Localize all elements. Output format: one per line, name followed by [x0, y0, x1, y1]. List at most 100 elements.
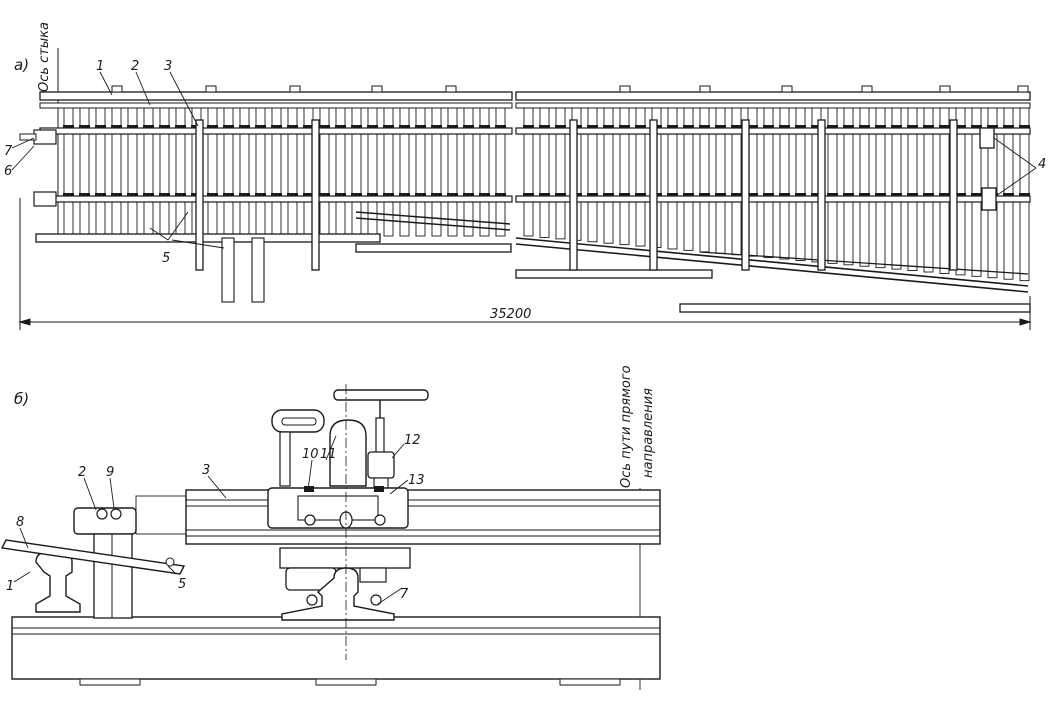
tie-plate [859, 125, 870, 129]
tie-plate [351, 193, 362, 197]
tie-plate [383, 193, 394, 197]
callout-b-9: 9 [106, 465, 114, 480]
tie-plate [319, 193, 330, 197]
tie-plate [303, 125, 314, 129]
sleepers-left [63, 103, 506, 237]
rail-clip [371, 85, 383, 93]
tie-plate [303, 193, 314, 197]
tie-plate [1003, 125, 1014, 129]
joint-bolt [19, 133, 37, 141]
sleeper [239, 103, 250, 237]
tie-plate [1019, 193, 1030, 197]
tie-plate [447, 193, 458, 197]
tie-plate [683, 125, 694, 129]
tie-plate [619, 193, 630, 197]
callout-b-5: 5 [178, 577, 186, 592]
tie-plate [955, 125, 966, 129]
long-sleeper [251, 237, 265, 303]
tie-plate [891, 193, 902, 197]
joint-axis-label: Ось стыка [37, 22, 52, 92]
sleeper [207, 103, 218, 237]
tie-plate [175, 125, 186, 129]
sleeper [79, 103, 90, 237]
tie-plate [683, 193, 694, 197]
tie-plate [479, 193, 490, 197]
callout-a-2: 2 [131, 59, 139, 74]
tie-plate [971, 193, 982, 197]
tie-plate [587, 125, 598, 129]
tie-plate [63, 193, 74, 197]
callout-b-3: 3 [202, 463, 210, 478]
callout-b-1: 1 [6, 579, 14, 594]
tie-plate [287, 125, 298, 129]
rail-clip [205, 85, 217, 93]
tie-plate [603, 193, 614, 197]
tie-plate [351, 125, 362, 129]
callout-a-1: 1 [96, 59, 104, 74]
tie-plate [447, 125, 458, 129]
sleeper [463, 103, 474, 237]
tie-plate [539, 193, 550, 197]
tie-plate [747, 193, 758, 197]
callout-a-3: 3 [164, 59, 172, 74]
dimension-line [18, 198, 1032, 330]
tie-plate [399, 125, 410, 129]
tie-plate [255, 193, 266, 197]
sleeper [175, 103, 186, 237]
callout-a-7: 7 [4, 144, 13, 159]
sleeper [351, 103, 362, 237]
callout-a-4: 4 [1038, 157, 1046, 172]
tie-plate [415, 125, 426, 129]
sleeper [447, 103, 458, 237]
rail-clip [699, 85, 711, 93]
sleeper [383, 103, 394, 237]
tie-plate [907, 125, 918, 129]
callout-b-12: 12 [404, 433, 421, 448]
tie-plate [875, 125, 886, 129]
track-axis-label-2: направления [641, 388, 656, 478]
rails-left [35, 91, 513, 253]
sleeper [523, 103, 534, 237]
tie-plate [811, 193, 822, 197]
tie-plate [431, 193, 442, 197]
tie-plate [495, 193, 506, 197]
crossbar [741, 119, 750, 271]
tie-plate [127, 125, 138, 129]
tie-plate [939, 125, 950, 129]
tie-plate [1003, 193, 1014, 197]
panel-b-label: б) [14, 390, 29, 408]
rail-clip [289, 85, 301, 93]
tie-plate [795, 125, 806, 129]
tie-plate [779, 193, 790, 197]
tie-plate [715, 193, 726, 197]
panel-a-label: а) [14, 56, 29, 74]
switch-box-lower [981, 187, 997, 211]
sleeper [319, 103, 330, 237]
tie-plate [175, 193, 186, 197]
tie-plate [319, 125, 330, 129]
clamp-block [73, 495, 187, 619]
tie-plate [399, 193, 410, 197]
tie-plate [495, 125, 506, 129]
tie-plate [779, 125, 790, 129]
sleeper [159, 103, 170, 237]
inclined-bar [0, 539, 186, 575]
bar-bolt [165, 557, 175, 567]
tie-plate [635, 125, 646, 129]
tie-plate [431, 125, 442, 129]
rail-clip [111, 85, 123, 93]
tie-plate [795, 193, 806, 197]
sleeper [431, 103, 442, 237]
switch-box-upper [979, 127, 995, 149]
tie-plate [207, 125, 218, 129]
callout-b-8: 8 [16, 515, 24, 530]
rail-clip [1017, 85, 1029, 93]
tie-plate [271, 193, 282, 197]
tie-plate [159, 193, 170, 197]
tie-plate [367, 125, 378, 129]
tie-plate [463, 125, 474, 129]
tie-plate [271, 125, 282, 129]
sleeper [95, 103, 106, 237]
tie-plate [523, 193, 534, 197]
rail-section-1 [35, 551, 81, 613]
